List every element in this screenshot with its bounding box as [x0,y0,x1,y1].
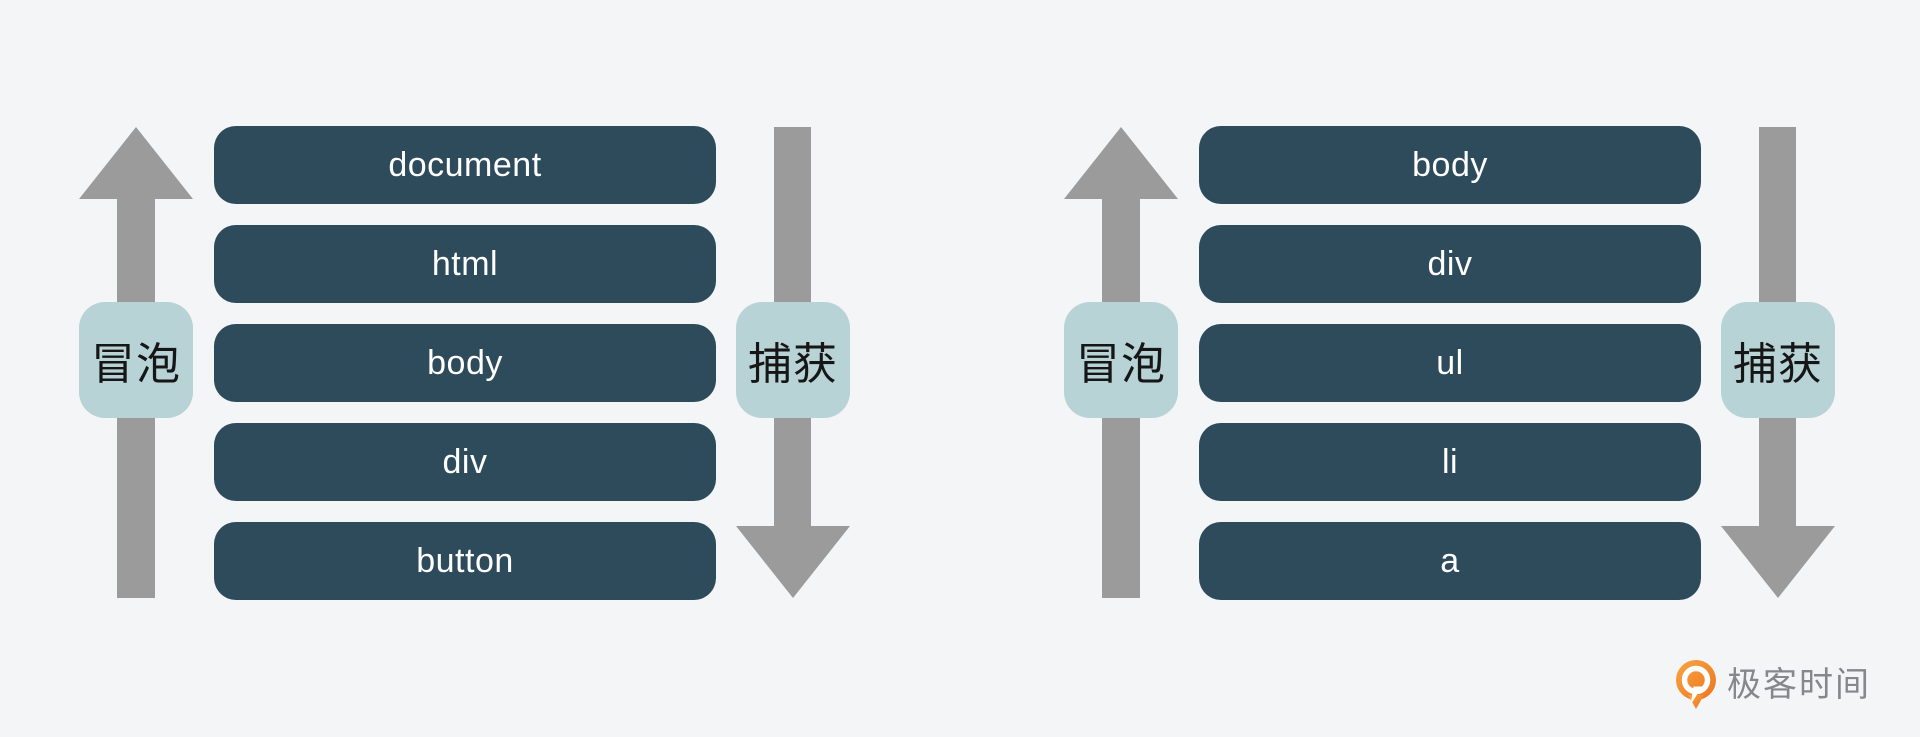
capture-label: 捕获 [748,340,838,389]
capture-badge: 捕获 [1721,302,1835,418]
dom-node-box-body: body [1199,126,1701,204]
dom-node-label: button [416,541,514,580]
dom-node-label: document [388,145,542,184]
dom-node-label: body [1412,145,1488,184]
arrow-down-head-icon [736,526,850,598]
bubble-badge: 冒泡 [1064,302,1178,418]
dom-node-box-div: div [1199,225,1701,303]
arrow-down-head-icon [1721,526,1835,598]
bubble-label: 冒泡 [1076,340,1166,389]
capture-label: 捕获 [1733,340,1823,389]
dom-node-box-li: li [1199,423,1701,501]
dom-node-box-button: button [214,522,716,600]
dom-node-box-a: a [1199,522,1701,600]
dom-node-label: ul [1436,343,1464,382]
dom-node-label: a [1440,541,1460,580]
geektime-logo: 极客时间 [1675,660,1871,710]
bubble-label: 冒泡 [91,340,181,389]
dom-node-box-html: html [214,225,716,303]
dom-node-box-ul: ul [1199,324,1701,402]
dom-node-box-div: div [214,423,716,501]
arrow-up-head-icon [1064,127,1178,199]
bubble-badge: 冒泡 [79,302,193,418]
arrow-up-head-icon [79,127,193,199]
dom-node-label: div [1427,244,1473,283]
dom-node-label: li [1441,442,1459,481]
dom-node-label: html [431,244,499,283]
capture-badge: 捕获 [736,302,850,418]
geektime-logo-text: 极客时间 [1727,666,1871,704]
dom-node-label: body [427,343,503,382]
geektime-logo-icon [1675,660,1717,710]
dom-node-box-document: document [214,126,716,204]
dom-node-label: div [442,442,488,481]
dom-node-box-body: body [214,324,716,402]
